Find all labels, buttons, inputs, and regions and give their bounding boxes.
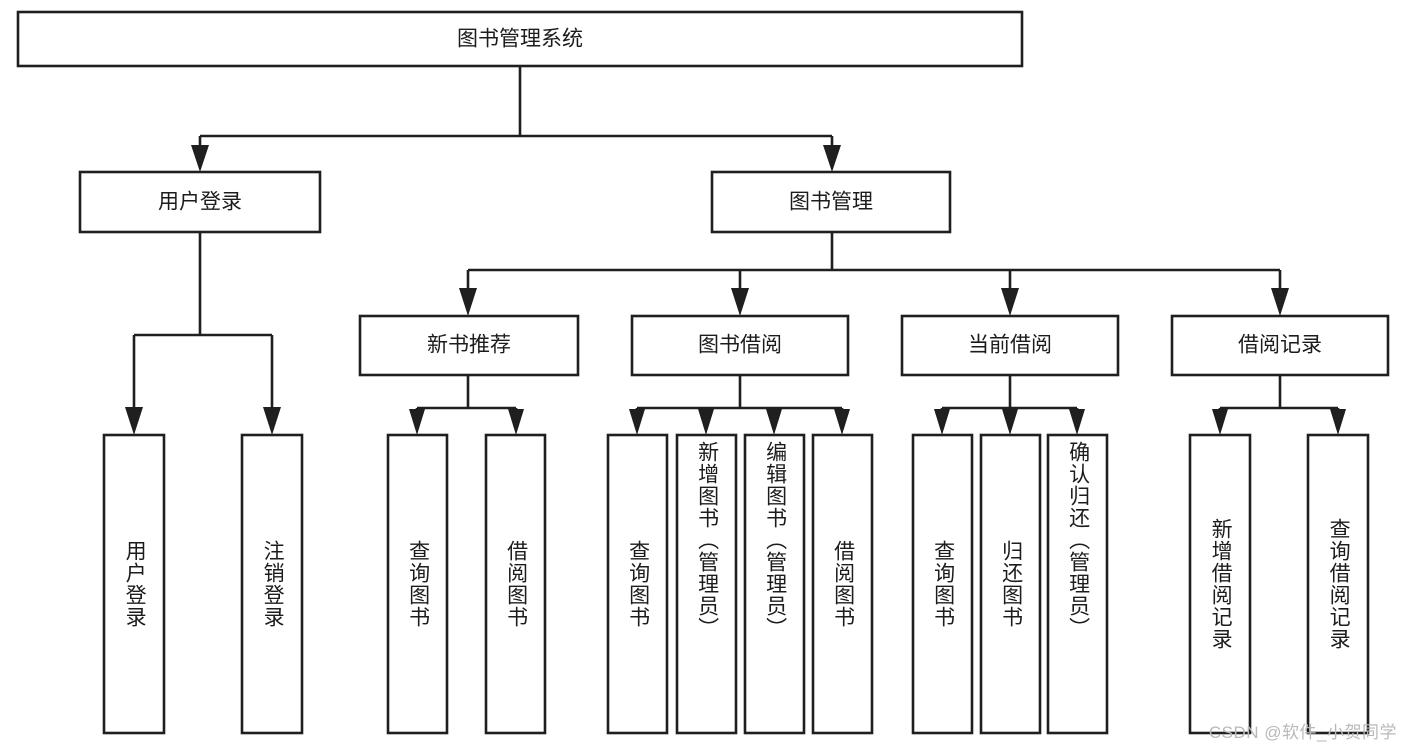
node-user-login-label: 用户登录 xyxy=(158,191,242,214)
arrowhead-user-login xyxy=(191,145,209,172)
arrowhead-borrow-query xyxy=(629,409,645,435)
node-book-borrow-box[interactable] xyxy=(630,314,850,377)
arrowhead-record xyxy=(1271,288,1289,316)
node-user-login-box[interactable] xyxy=(78,170,322,234)
node-new-book-recommend-label: 新书推荐 xyxy=(427,334,511,357)
node-current-borrow[interactable]: 当前借阅 xyxy=(900,314,1120,377)
leaf-box-logout[interactable] xyxy=(240,433,304,735)
leaf-box-cb-query-book[interactable] xyxy=(911,433,974,735)
arrowhead-leaf-logout xyxy=(263,407,281,435)
arrowhead-current-confirm xyxy=(1069,409,1085,435)
leaf-box-bb-borrow-book[interactable] xyxy=(811,433,874,735)
node-root-box[interactable] xyxy=(16,10,1024,68)
arrowhead-record-query xyxy=(1330,409,1346,435)
node-current-borrow-label: 当前借阅 xyxy=(968,334,1052,357)
arrowhead-record-add xyxy=(1212,409,1228,435)
arrowhead-borrow xyxy=(731,288,749,316)
node-borrow-record-box[interactable] xyxy=(1170,314,1390,377)
node-borrow-record-label: 借阅记录 xyxy=(1238,334,1322,357)
arrowhead-leaf-user-login xyxy=(125,407,143,435)
node-book-borrow[interactable]: 图书借阅 xyxy=(630,314,850,377)
node-book-management-label: 图书管理 xyxy=(789,191,873,214)
arrowhead-borrow-lend xyxy=(834,409,850,435)
leaf-box-cb-return-book[interactable] xyxy=(979,433,1042,735)
node-new-book-recommend-box[interactable] xyxy=(358,314,580,377)
arrowhead-current xyxy=(1001,288,1019,316)
arrowhead-borrow-edit xyxy=(766,409,782,435)
leaf-box-nb-query-book[interactable] xyxy=(386,433,449,735)
leaf-box-nb-borrow-book[interactable] xyxy=(484,433,547,735)
connector-layer xyxy=(125,66,1346,435)
leaf-box-bb-edit-book[interactable] xyxy=(743,433,806,735)
leaf-box-br-query-record[interactable] xyxy=(1306,433,1370,735)
leaf-box-bb-add-book[interactable] xyxy=(675,433,738,735)
arrowhead-current-return xyxy=(1002,409,1018,435)
arrowhead-book-mgmt xyxy=(823,145,841,172)
node-user-login[interactable]: 用户登录 xyxy=(78,170,322,234)
node-book-borrow-label: 图书借阅 xyxy=(698,334,782,357)
leaf-box-user-login[interactable] xyxy=(102,433,166,735)
leaf-box-cb-confirm[interactable] xyxy=(1046,433,1109,735)
arrowhead-current-query xyxy=(934,409,950,435)
node-book-management[interactable]: 图书管理 xyxy=(710,170,952,234)
node-book-management-box[interactable] xyxy=(710,170,952,234)
leaf-box-br-add-record[interactable] xyxy=(1188,433,1252,735)
node-root-label: 图书管理系统 xyxy=(457,28,583,51)
leaf-box-layer xyxy=(102,433,1370,735)
arrowhead-borrow-add xyxy=(698,409,714,435)
watermark-text: CSDN @软件_小贺同学 xyxy=(1208,723,1397,742)
node-root[interactable]: 图书管理系统 xyxy=(16,10,1024,68)
arrowhead-newbook-query xyxy=(409,409,425,435)
node-current-borrow-box[interactable] xyxy=(900,314,1120,377)
leaf-box-bb-query-book[interactable] xyxy=(606,433,669,735)
node-borrow-record[interactable]: 借阅记录 xyxy=(1170,314,1390,377)
arrowhead-newbook-borrow xyxy=(508,409,524,435)
arrowhead-newbook xyxy=(459,288,477,316)
node-new-book-recommend[interactable]: 新书推荐 xyxy=(358,314,580,377)
